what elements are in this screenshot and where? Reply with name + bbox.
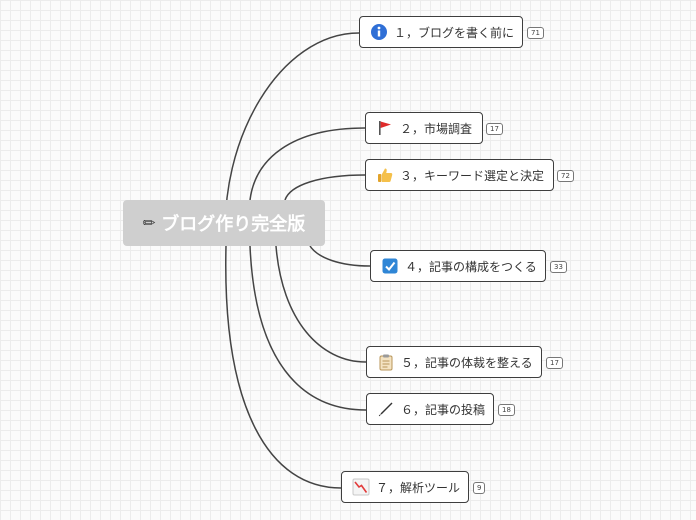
connector-2 — [249, 127, 366, 201]
count-badge-2: 17 — [486, 123, 503, 135]
count-badge-6: 18 — [498, 404, 515, 416]
count-badge-3: 72 — [557, 170, 574, 182]
topic-node-4[interactable]: ４，記事の構成をつくる — [370, 250, 546, 282]
topic-label-5: ５，記事の体裁を整える — [401, 355, 533, 370]
chart-down-icon — [352, 478, 370, 496]
topic-node-7[interactable]: ７，解析ツール — [341, 471, 469, 503]
connector-5 — [275, 245, 367, 363]
central-topic[interactable]: ✎ ブログ作り完全版 — [123, 200, 325, 246]
count-badge-5: 17 — [546, 357, 563, 369]
connector-7 — [225, 245, 342, 489]
topic-label-2: ２，市場調査 — [400, 121, 473, 136]
topic-node-1[interactable]: １，ブログを書く前に — [359, 16, 523, 48]
topic-node-6[interactable]: ６，記事の投稿 — [366, 393, 494, 425]
topic-label-7: ７，解析ツール — [376, 480, 461, 495]
count-badge-4: 33 — [550, 261, 567, 273]
connector-4 — [309, 245, 371, 267]
count-badge-7: 9 — [473, 482, 486, 494]
count-badge-1: 71 — [527, 27, 544, 39]
topic-node-5[interactable]: ５，記事の体裁を整える — [366, 346, 542, 378]
connector-6 — [249, 245, 367, 411]
topic-label-6: ６，記事の投稿 — [401, 402, 486, 417]
topic-label-3: ３，キーワード選定と決定 — [400, 168, 545, 183]
pencil-icon: ✎ — [138, 212, 160, 234]
topic-node-2[interactable]: ２，市場調査 — [365, 112, 483, 144]
clipboard-icon — [377, 353, 395, 371]
info-icon — [370, 23, 388, 41]
topic-label-4: ４，記事の構成をつくる — [405, 259, 537, 274]
topic-label-1: １，ブログを書く前に — [394, 25, 515, 40]
thumbs-up-icon — [376, 166, 394, 184]
pen-icon — [377, 400, 395, 418]
topic-node-3[interactable]: ３，キーワード選定と決定 — [365, 159, 554, 191]
central-topic-title: ブログ作り完全版 — [161, 214, 306, 235]
red-flag-icon — [376, 119, 394, 137]
connector-3 — [284, 174, 366, 201]
checkbox-icon — [381, 257, 399, 275]
